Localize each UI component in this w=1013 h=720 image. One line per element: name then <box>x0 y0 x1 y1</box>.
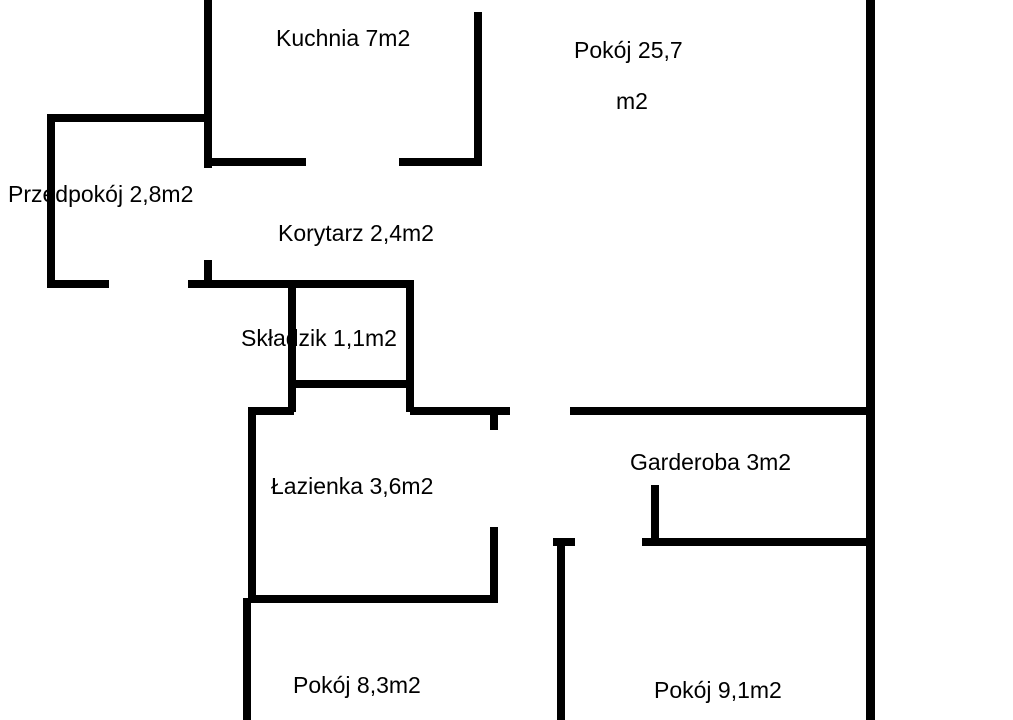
wall <box>651 485 659 545</box>
wall <box>866 0 875 720</box>
wall <box>204 158 306 166</box>
wall <box>399 158 482 166</box>
room-label-pokoj-main-line2: m2 <box>616 88 648 114</box>
wall <box>557 538 565 720</box>
wall <box>248 407 294 415</box>
wall <box>204 260 212 288</box>
room-label-kuchnia: Kuchnia 7m2 <box>276 25 411 51</box>
room-label-korytarz: Korytarz 2,4m2 <box>278 220 434 246</box>
room-label-pokoj-right: Pokój 9,1m2 <box>654 677 782 703</box>
wall <box>47 114 55 288</box>
wall <box>642 538 872 546</box>
wall <box>47 280 109 288</box>
wall <box>288 380 410 388</box>
room-label-przedpokoj: Przedpokój 2,8m2 <box>8 181 194 207</box>
wall <box>410 407 510 415</box>
room-label-pokoj-left: Pokój 8,3m2 <box>293 672 421 698</box>
wall <box>47 114 209 122</box>
room-label-lazienka: Łazienka 3,6m2 <box>271 473 434 499</box>
room-label-pokoj-main: Pokój 25,7 m2 <box>574 37 683 115</box>
wall <box>490 527 498 603</box>
room-label-garderoba: Garderoba 3m2 <box>630 449 792 475</box>
wall <box>406 280 414 412</box>
wall <box>288 280 296 412</box>
wall <box>490 410 498 430</box>
wall <box>248 407 256 603</box>
wall <box>204 0 212 168</box>
wall <box>248 595 498 603</box>
wall <box>243 598 251 720</box>
room-label-pokoj-main-line1: Pokój 25,7 <box>574 37 683 63</box>
wall <box>188 280 414 288</box>
wall <box>570 407 872 415</box>
wall <box>474 12 482 164</box>
room-label-skladzik: Składzik 1,1m2 <box>241 325 397 351</box>
